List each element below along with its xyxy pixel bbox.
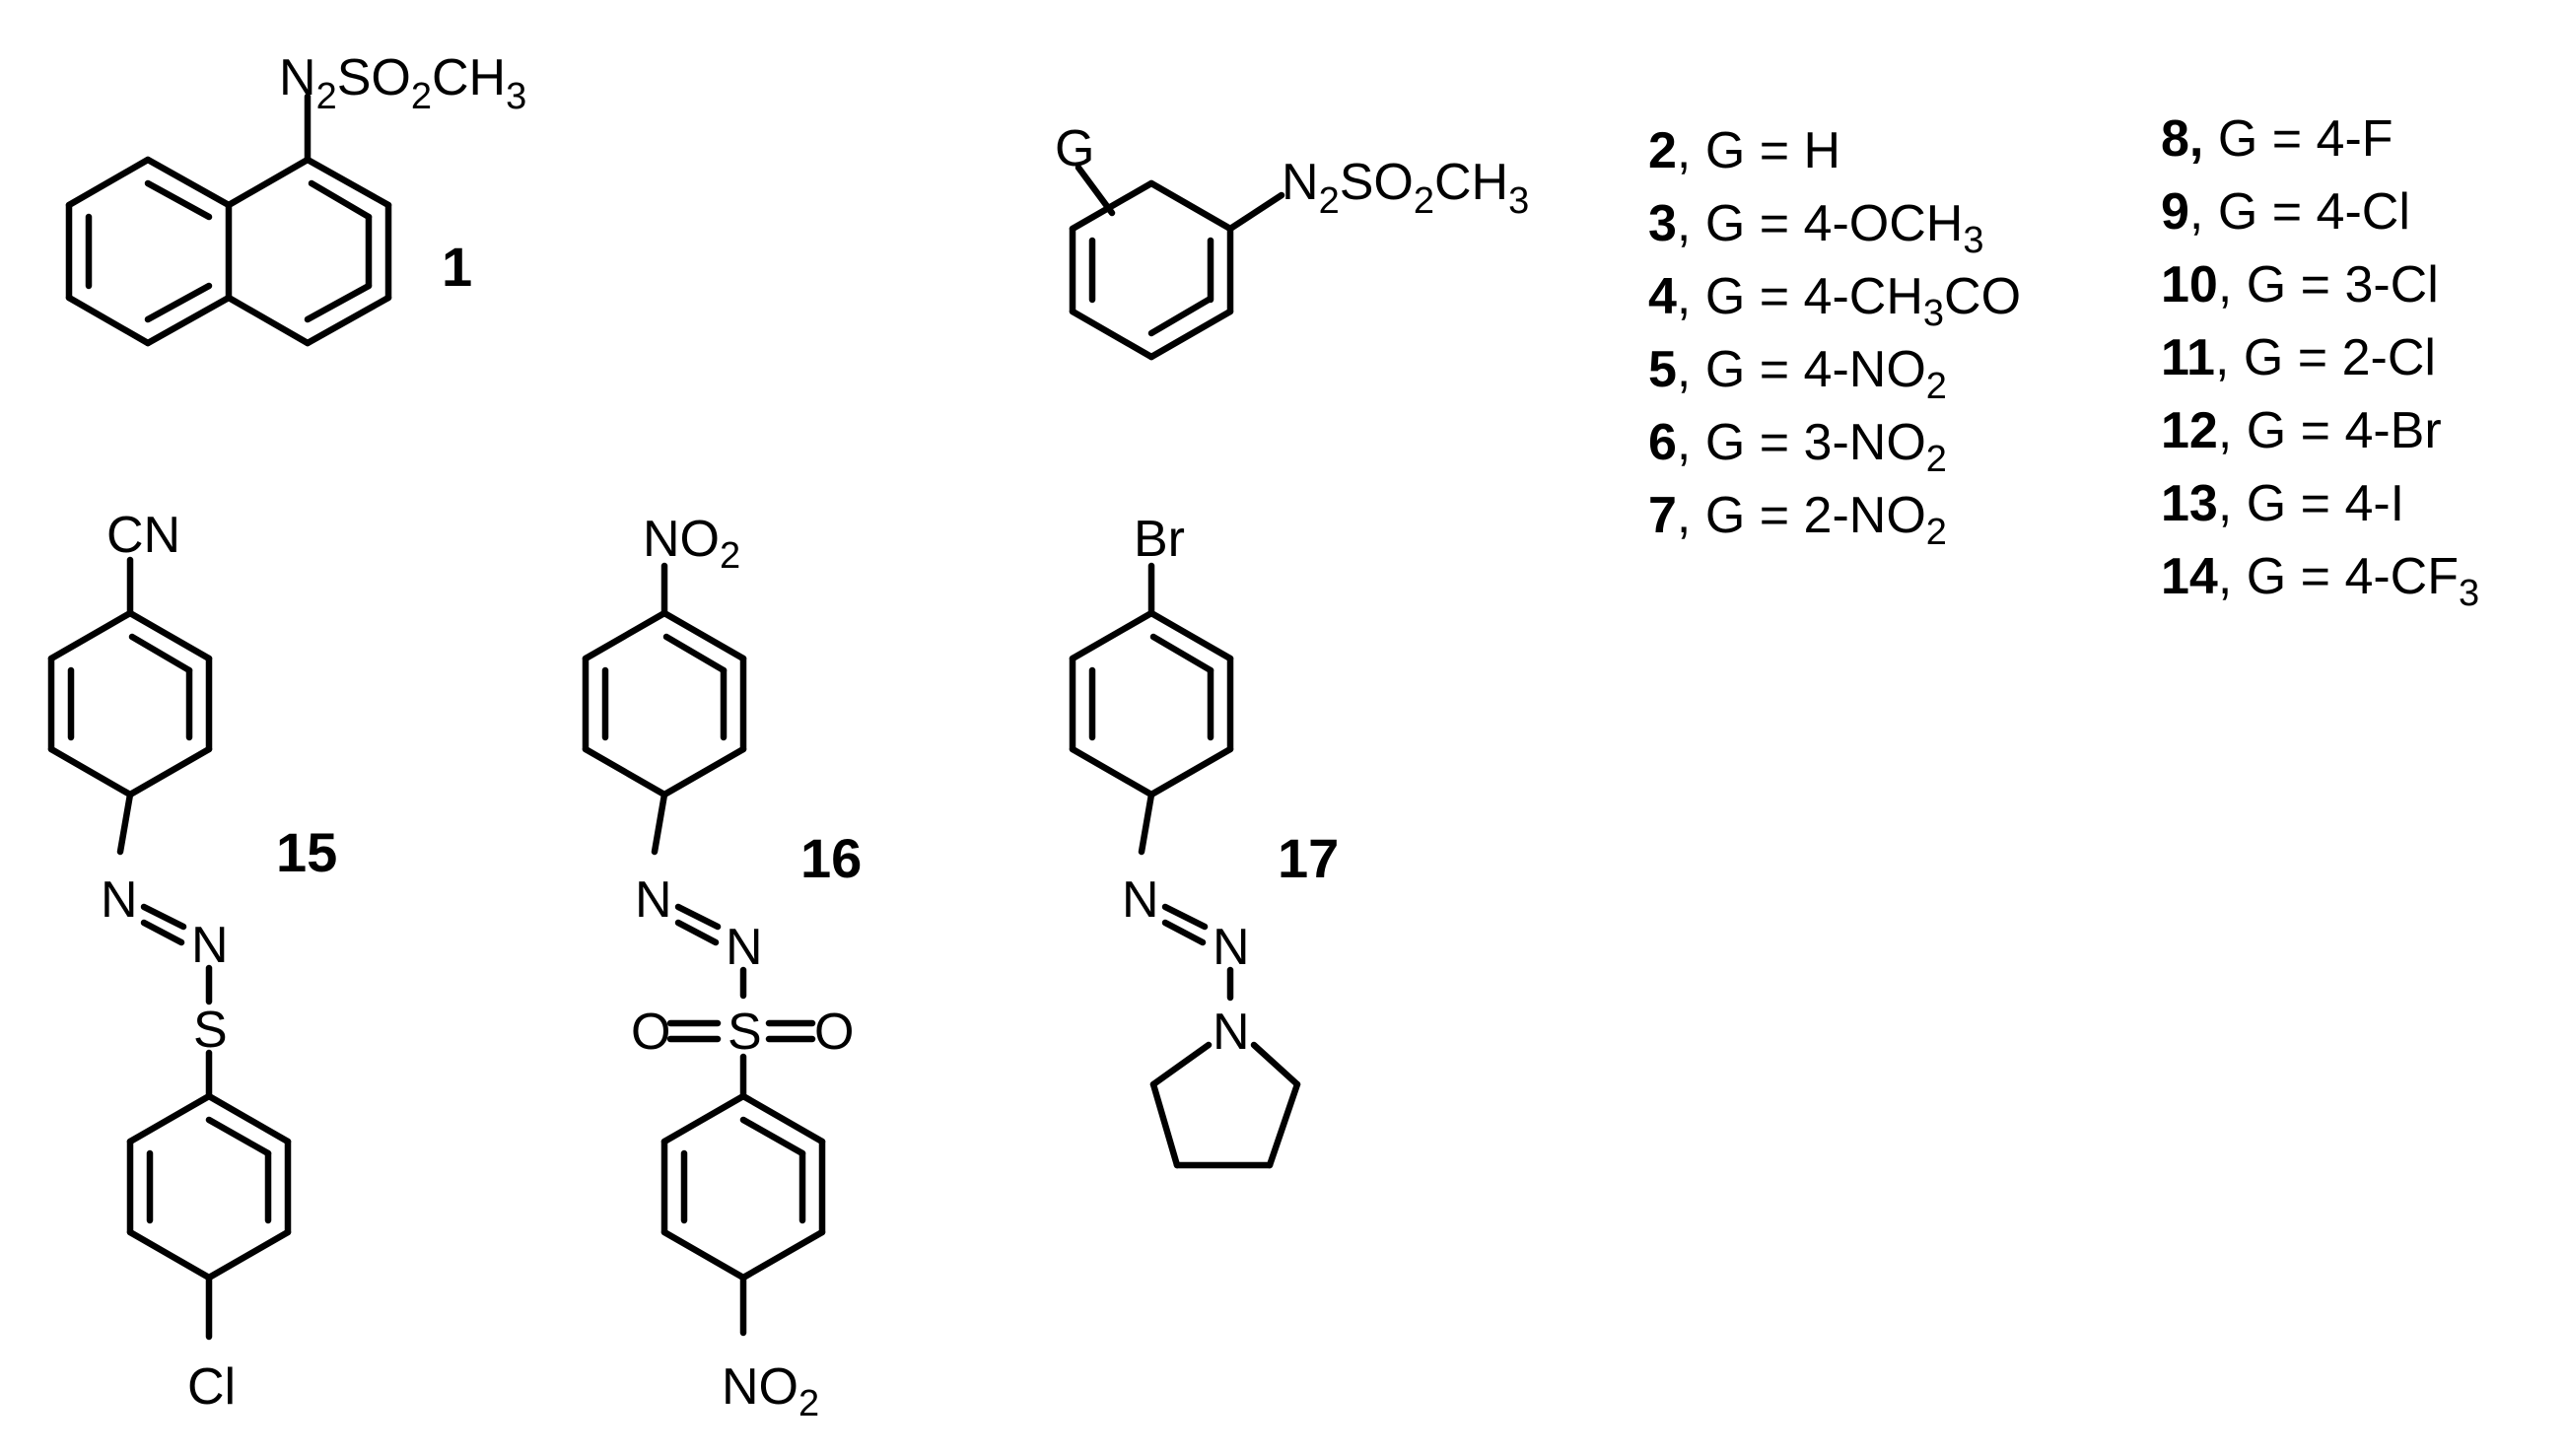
compound-15-cyano-group: CN [106,507,180,564]
substituent-entry: 3, G = 4-OCH3 [1648,195,1983,261]
compound-15-azo-nitrogen: N [101,871,138,929]
compound-1-diazosulfonyl-group: N2SO2CH3 [279,49,526,117]
substituent-entry: 10, G = 3-Cl [2161,256,2439,313]
compound-17-azo-nitrogen: N [1213,919,1250,976]
compound-label-1: 1 [442,236,472,298]
substituent-entry: 11, G = 2-Cl [2161,329,2436,386]
general-phenyl-structure [1069,164,1285,361]
compound-label-17: 17 [1278,827,1339,889]
compound-15-azo-nitrogen: N [191,917,229,974]
compound-16-top-nitro-group: NO2 [643,511,740,577]
substituent-entry: 7, G = 2-NO2 [1648,487,1947,553]
compound-16-azo-nitrogen: N [726,919,763,976]
compound-1-structure [65,93,392,347]
compound-16-sulfur: S [728,1004,762,1061]
compound-label-16: 16 [800,827,862,889]
substituent-entry: 13, G = 4-I [2161,475,2404,532]
substituent-entry: 4, G = 4-CH3CO [1648,268,2021,334]
compound-17-structure [1069,562,1301,1169]
compound-16-sulfonyl-oxygen: O [814,1004,854,1061]
compound-17-azo-nitrogen: N [1122,871,1159,929]
compound-17-bromine: Br [1134,511,1185,568]
compound-label-15: 15 [276,821,337,883]
compound-16-azo-nitrogen: N [635,871,672,929]
compound-17-pyrrolidine-nitrogen: N [1213,1004,1250,1061]
substituent-entry: 12, G = 4-Br [2161,402,2442,459]
substituent-entry: 2, G = H [1648,122,1840,179]
compound-16-sulfonyl-oxygen: O [631,1004,670,1061]
substituent-entry: 8, G = 4-F [2161,110,2394,168]
variable-substituent-g: G [1055,120,1094,177]
compound-15-structure [47,556,292,1341]
compound-15-sulfur: S [193,1002,228,1059]
compound-16-structure [582,562,826,1337]
substituent-list: 2, G = H 3, G = 4-OCH3 4, G = 4-CH3CO 5,… [1648,110,2479,614]
substituent-entry: 5, G = 4-NO2 [1648,341,1947,407]
phenyl-diazosulfonyl-group: N2SO2CH3 [1282,154,1529,222]
compound-15-chlorine: Cl [187,1358,236,1416]
substituent-entry: 9, G = 4-Cl [2161,183,2410,241]
substituent-entry: 14, G = 4-CF3 [2161,548,2479,614]
substituent-entry: 6, G = 3-NO2 [1648,414,1947,480]
compound-16-bottom-nitro-group: NO2 [722,1358,819,1424]
